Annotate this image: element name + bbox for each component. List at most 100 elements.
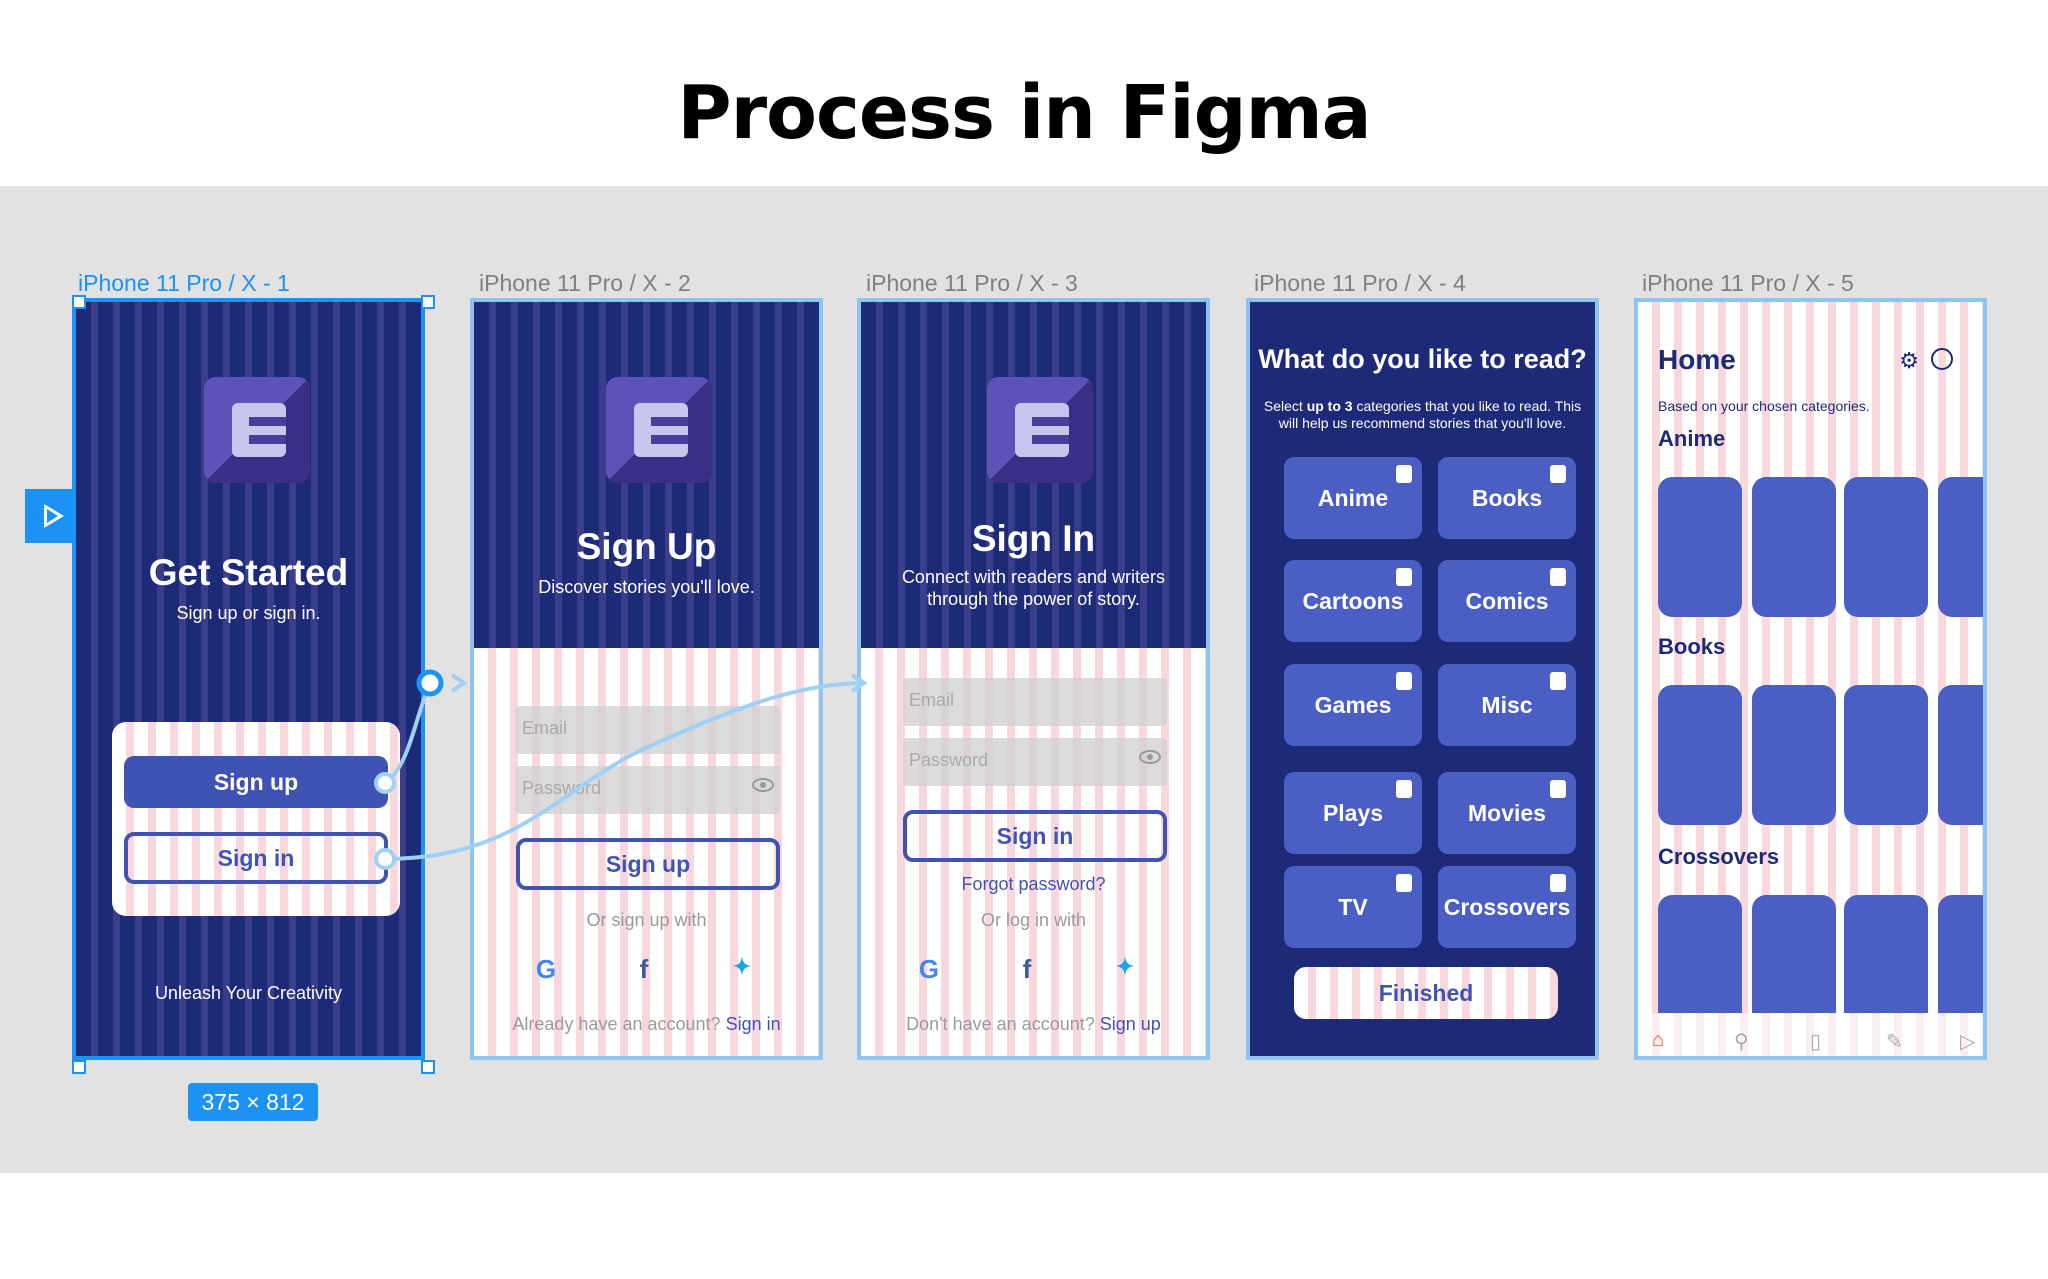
- password-field[interactable]: Password: [903, 738, 1167, 786]
- form-area: Email Password Sign up Or sign up with G…: [474, 648, 819, 1056]
- arrow-icon: [850, 673, 868, 693]
- facebook-icon[interactable]: f: [639, 954, 649, 984]
- checkbox[interactable]: [1396, 780, 1412, 798]
- frame-label-4[interactable]: iPhone 11 Pro / X - 4: [1254, 270, 1466, 296]
- category-movies[interactable]: Movies: [1438, 772, 1576, 854]
- password-placeholder: Password: [522, 778, 602, 798]
- checkbox[interactable]: [1396, 672, 1412, 690]
- arrow-icon: [450, 673, 468, 693]
- forgot-password-link[interactable]: Forgot password?: [961, 874, 1106, 894]
- category-misc[interactable]: Misc: [1438, 664, 1576, 746]
- sign-up-link[interactable]: Sign up: [1099, 1014, 1161, 1034]
- checkbox[interactable]: [1396, 874, 1412, 892]
- google-icon[interactable]: G: [918, 954, 940, 984]
- category-tv[interactable]: TV: [1284, 866, 1422, 948]
- email-field[interactable]: Email: [903, 678, 1167, 726]
- eye-icon[interactable]: [1139, 750, 1161, 764]
- frame-label-1[interactable]: iPhone 11 Pro / X - 1: [78, 270, 290, 296]
- pencil-icon[interactable]: ✎: [1886, 1031, 1903, 1053]
- page-subtitle: Sign up or sign in.: [176, 603, 321, 623]
- frame-label-5[interactable]: iPhone 11 Pro / X - 5: [1642, 270, 1854, 296]
- frame-sign-in[interactable]: Sign In Connect with readers and writers…: [857, 298, 1210, 1060]
- facebook-icon[interactable]: f: [1022, 954, 1032, 984]
- twitter-icon[interactable]: ✦: [1115, 954, 1135, 979]
- user-icon[interactable]: [1931, 348, 1953, 370]
- story-card[interactable]: [1752, 477, 1836, 617]
- page-title: Sign Up: [576, 526, 717, 567]
- resize-handle[interactable]: [421, 295, 435, 309]
- sign-in-link[interactable]: Sign in: [725, 1014, 781, 1034]
- page-description-line2: will help us recommend stories that you'…: [1278, 415, 1567, 431]
- frame-home[interactable]: Home ⚙ Based on your chosen categories. …: [1634, 298, 1987, 1060]
- connection-start-dot: [374, 848, 396, 870]
- connection-signup: [383, 683, 432, 785]
- section-title-anime: Anime: [1658, 426, 1726, 451]
- story-card[interactable]: [1752, 895, 1836, 1013]
- resize-handle[interactable]: [72, 1060, 86, 1074]
- page-title: Home: [1658, 344, 1736, 375]
- form-area: Email Password Sign in Forgot password? …: [861, 648, 1206, 1056]
- story-card[interactable]: [1844, 685, 1928, 825]
- sign-in-button[interactable]: Sign in: [903, 810, 1167, 862]
- story-card[interactable]: [1658, 477, 1742, 617]
- password-field[interactable]: Password: [516, 766, 780, 814]
- gear-icon[interactable]: ⚙: [1899, 348, 1919, 373]
- app-logo: [987, 377, 1093, 483]
- section-title-books: Books: [1658, 634, 1726, 659]
- page-subtitle: Discover stories you'll love.: [538, 577, 755, 597]
- bookmark-icon[interactable]: ▯: [1810, 1031, 1822, 1053]
- twitter-icon[interactable]: ✦: [732, 954, 752, 979]
- home-icon[interactable]: ⌂: [1652, 1029, 1665, 1051]
- send-icon[interactable]: ▷: [1960, 1031, 1976, 1053]
- story-card[interactable]: [1938, 685, 1983, 825]
- sign-up-button[interactable]: Sign up: [124, 756, 388, 808]
- resize-handle[interactable]: [421, 1060, 435, 1074]
- account-footer: Don't have an account? Sign up: [861, 1014, 1206, 1035]
- story-card[interactable]: [1752, 685, 1836, 825]
- checkbox[interactable]: [1550, 874, 1566, 892]
- checkbox[interactable]: [1550, 672, 1566, 690]
- connection-start-dot: [374, 772, 396, 794]
- category-books[interactable]: Books: [1438, 457, 1576, 539]
- checkbox[interactable]: [1550, 568, 1566, 586]
- prototype-connections: [374, 669, 868, 870]
- prototype-play-button[interactable]: [25, 489, 79, 543]
- story-card[interactable]: [1844, 895, 1928, 1013]
- finished-button[interactable]: Finished: [1294, 967, 1558, 1019]
- category-crossovers[interactable]: Crossovers: [1438, 866, 1576, 948]
- checkbox[interactable]: [1550, 780, 1566, 798]
- story-card[interactable]: [1844, 477, 1928, 617]
- checkbox[interactable]: [1550, 465, 1566, 483]
- frame-get-started[interactable]: Get Started Sign up or sign in. Sign up …: [72, 298, 425, 1060]
- checkbox[interactable]: [1396, 568, 1412, 586]
- story-card[interactable]: [1938, 477, 1983, 617]
- eye-icon[interactable]: [752, 778, 774, 792]
- category-games[interactable]: Games: [1284, 664, 1422, 746]
- auth-card: Sign up Sign in: [112, 722, 400, 916]
- frame-label-3[interactable]: iPhone 11 Pro / X - 3: [866, 270, 1078, 296]
- category-plays[interactable]: Plays: [1284, 772, 1422, 854]
- alt-signup-text: Or sign up with: [586, 910, 707, 930]
- resize-handle[interactable]: [72, 295, 86, 309]
- app-logo: [606, 377, 712, 483]
- google-icon[interactable]: G: [535, 954, 557, 984]
- search-icon[interactable]: ⚲: [1734, 1031, 1749, 1053]
- story-card[interactable]: [1658, 895, 1742, 1013]
- sign-in-button[interactable]: Sign in: [124, 832, 388, 884]
- frame-sign-up[interactable]: Sign Up Discover stories you'll love. Em…: [470, 298, 823, 1060]
- checkbox[interactable]: [1396, 465, 1412, 483]
- category-comics[interactable]: Comics: [1438, 560, 1576, 642]
- story-card[interactable]: [1938, 895, 1983, 1013]
- header-area: Sign Up Discover stories you'll love.: [474, 302, 819, 648]
- frame-label-2[interactable]: iPhone 11 Pro / X - 2: [479, 270, 691, 296]
- figma-canvas[interactable]: iPhone 11 Pro / X - 1 Get Started Sign u…: [0, 186, 2048, 1173]
- category-cartoons[interactable]: Cartoons: [1284, 560, 1422, 642]
- frame-categories[interactable]: What do you like to read? Select up to 3…: [1246, 298, 1599, 1060]
- story-card[interactable]: [1658, 685, 1742, 825]
- footer-tagline: Unleash Your Creativity: [154, 983, 343, 1003]
- category-anime[interactable]: Anime: [1284, 457, 1422, 539]
- page-title: Get Started: [148, 552, 349, 593]
- dimension-badge: 375 × 812: [188, 1083, 318, 1121]
- sign-up-button[interactable]: Sign up: [516, 838, 780, 890]
- page-subtitle-line1: Connect with readers and writers: [901, 567, 1166, 587]
